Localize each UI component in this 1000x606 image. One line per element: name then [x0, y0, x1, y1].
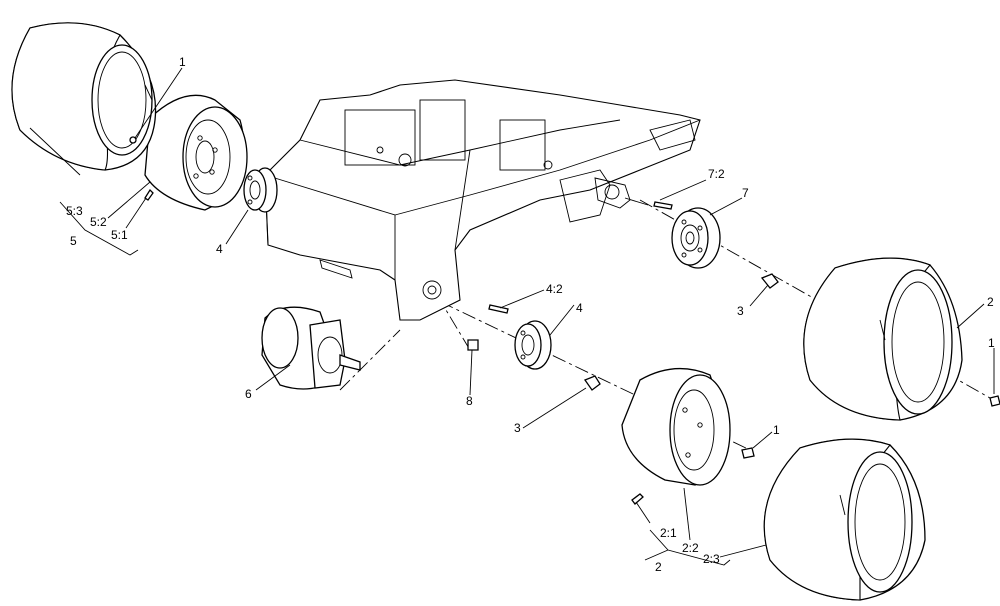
drive-motor — [261, 306, 361, 390]
callout-4-lower: 4 — [576, 301, 583, 315]
callout-3-lower: 3 — [514, 421, 521, 435]
nut-right — [989, 395, 1000, 407]
callout-7: 7 — [742, 186, 749, 200]
callout-7-2: 7:2 — [708, 167, 725, 181]
valve-stem-upper-left — [144, 188, 154, 201]
callout-2-3: 2:3 — [703, 552, 720, 566]
valve-stem-lower — [631, 493, 644, 505]
callout-2-lower: 2 — [655, 560, 662, 574]
leader-lines — [29, 67, 995, 566]
callout-1-upper-left: 1 — [179, 55, 186, 69]
callout-5-1: 5:1 — [111, 228, 128, 242]
callout-3-upper: 3 — [737, 304, 744, 318]
callout-labels: 1 5:3 5:2 5 5:1 4 7:2 7 3 2 1 4:2 4 6 8 … — [66, 55, 995, 574]
wheel-hub-upper — [243, 167, 278, 213]
nut-upper-right — [760, 273, 779, 289]
bolt-8 — [467, 339, 479, 351]
rim-lower — [621, 367, 731, 486]
callout-6: 6 — [245, 387, 252, 401]
callout-4-upper: 4 — [216, 242, 223, 256]
callout-5-2: 5:2 — [90, 215, 107, 229]
stud-upper-right — [653, 201, 673, 210]
callout-4-2: 4:2 — [546, 282, 563, 296]
nut-lower-middle — [583, 375, 601, 391]
callout-2-2: 2:2 — [682, 541, 699, 555]
callout-5-3: 5:3 — [66, 204, 83, 218]
callout-8: 8 — [466, 394, 473, 408]
lug-nut-upper-left — [129, 136, 137, 144]
callout-1-lower: 1 — [773, 423, 780, 437]
tire-lower-right — [763, 438, 926, 601]
callout-2-1: 2:1 — [660, 526, 677, 540]
machine-frame — [264, 79, 701, 321]
callout-2-right: 2 — [987, 295, 994, 309]
wheel-hub-lower — [514, 320, 552, 370]
callout-5: 5 — [70, 234, 77, 248]
tire-right — [803, 257, 963, 421]
callout-1-right: 1 — [988, 336, 995, 350]
hub-upper-right — [671, 207, 721, 269]
nut-lower-right — [741, 447, 755, 459]
rim-upper-left — [144, 94, 248, 211]
tire-upper-left — [11, 22, 157, 171]
